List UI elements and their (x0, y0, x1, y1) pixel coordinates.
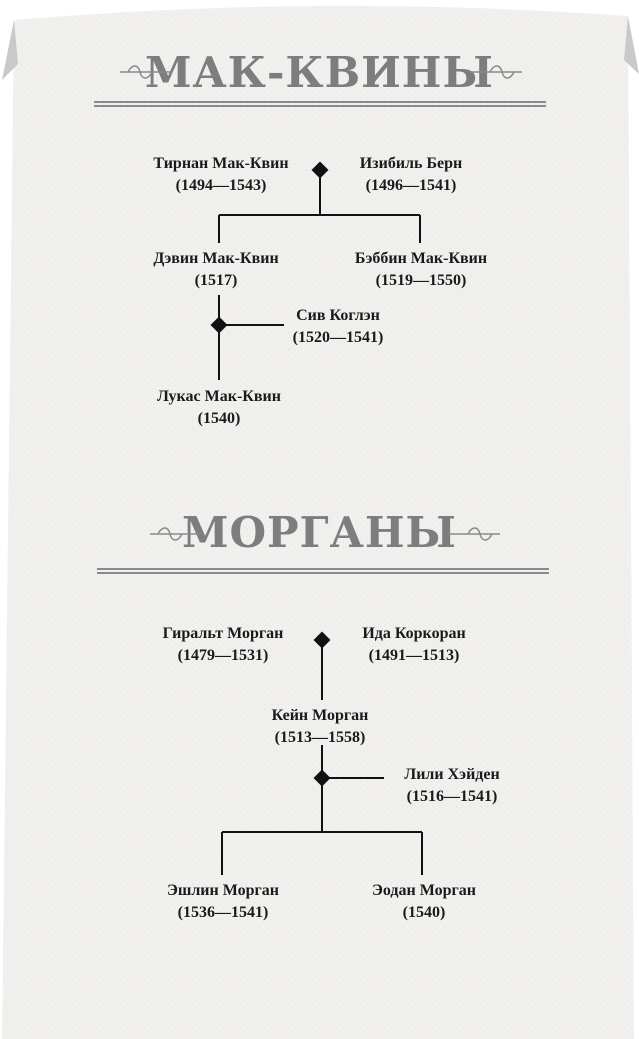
title-rule (94, 101, 546, 103)
person-years: (1494—1543) (175, 177, 267, 194)
person-eodan: Эодан Морган (1540) (314, 880, 534, 924)
left-ornament (150, 527, 202, 541)
person-giralt: Гиральт Морган (1479—1531) (113, 623, 333, 667)
person-name: Лукас Мак-Квин (157, 388, 281, 405)
person-siv: Сив Коглэн (1520—1541) (228, 305, 448, 349)
person-years: (1516—1541) (406, 788, 498, 805)
person-years: (1513—1558) (274, 729, 366, 746)
person-years: (1519—1550) (375, 272, 467, 289)
person-davin: Дэвин Мак-Квин (1517) (106, 248, 326, 292)
left-ornament (120, 65, 172, 79)
marriage-marker (210, 316, 228, 334)
person-name: Дэвин Мак-Квин (153, 250, 279, 267)
person-name: Гиральт Морган (162, 625, 284, 642)
person-name: Изибиль Берн (359, 155, 463, 172)
right-ornament (448, 527, 500, 541)
person-kein: Кейн Морган (1513—1558) (210, 705, 430, 749)
person-name: Сив Коглэн (296, 307, 380, 324)
person-lukas: Лукас Мак-Квин (1540) (109, 386, 329, 430)
person-years: (1520—1541) (292, 329, 384, 346)
person-lili: Лили Хэйден (1516—1541) (342, 764, 562, 808)
person-name: Бэббин Мак-Квин (354, 250, 488, 267)
person-eshlin: Эшлин Морган (1536—1541) (113, 880, 333, 924)
person-years: (1491—1513) (368, 647, 460, 664)
person-years: (1536—1541) (177, 904, 269, 921)
person-name: Ида Коркоран (362, 625, 466, 642)
family-title-morgan: МОРГАНЫ (181, 508, 458, 557)
person-izibil: Изибиль Берн (1496—1541) (301, 153, 521, 197)
marriage-marker (311, 161, 329, 179)
person-tirnan: Тирнан Мак-Квин (1494—1543) (111, 153, 331, 197)
person-years: (1540) (402, 904, 446, 921)
person-name: Эодан Морган (372, 882, 476, 899)
family-title-mcqueen: МАК-КВИНЫ (145, 48, 494, 97)
marriage-marker (313, 631, 331, 649)
title-rule (97, 572, 549, 574)
person-name: Эшлин Морган (166, 882, 280, 899)
person-name: Тирнан Мак-Квин (153, 155, 289, 172)
person-name: Кейн Морган (271, 707, 369, 724)
person-years: (1496—1541) (365, 177, 457, 194)
person-babbin: Бэббин Мак-Квин (1519—1550) (311, 248, 531, 292)
person-name: Лили Хэйден (404, 766, 500, 783)
marriage-marker (313, 769, 331, 787)
title-rule (94, 105, 546, 107)
person-years: (1479—1531) (177, 647, 269, 664)
right-ornament (470, 65, 522, 79)
person-ida: Ида Коркоран (1491—1513) (304, 623, 524, 667)
person-years: (1540) (197, 410, 241, 427)
title-rule (97, 568, 549, 570)
person-years: (1517) (194, 272, 238, 289)
